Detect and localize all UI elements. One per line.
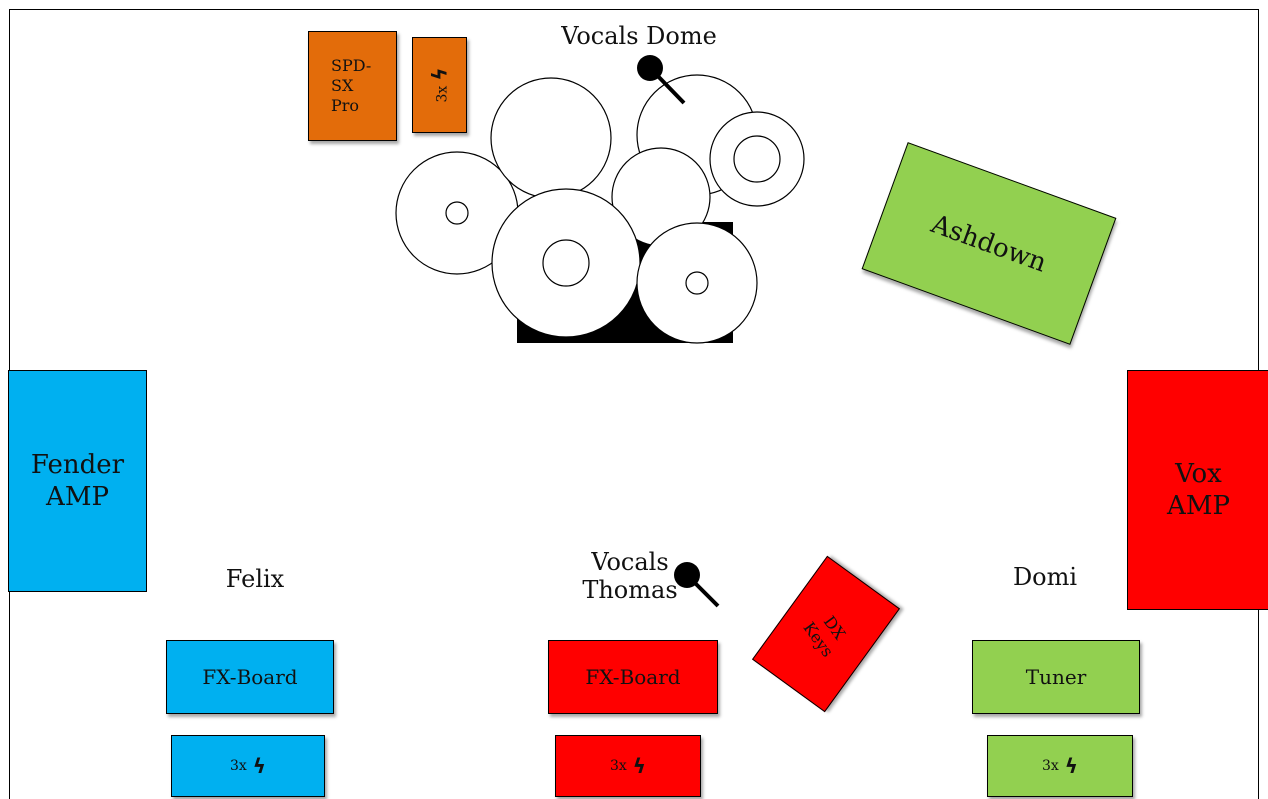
domi-power-label: 3x — [1041, 758, 1059, 774]
vox-line2: AMP — [1167, 491, 1230, 521]
vocals-thomas-label: Vocals Thomas — [574, 548, 686, 604]
lightning-bolt-icon: ϟ — [252, 754, 266, 778]
spd-line2: SX — [331, 76, 354, 95]
mic-icon-thomas — [674, 562, 720, 608]
domi-power-box: 3x ϟ — [987, 735, 1133, 797]
lightning-bolt-icon: ϟ — [632, 754, 646, 778]
domi-tuner-label: Tuner — [1025, 665, 1087, 689]
felix-power-box: 3x ϟ — [171, 735, 325, 797]
hi-hat-inner — [733, 135, 781, 183]
crash-cymbal — [490, 77, 612, 199]
vox-amp-box: Vox AMP — [1127, 370, 1268, 610]
spd-line1: SPD- — [331, 56, 372, 75]
bass-drum-center — [542, 239, 590, 287]
thomas-power-label: 3x — [609, 758, 627, 774]
felix-label: Felix — [225, 565, 285, 593]
thomas-fx-board: FX-Board — [548, 640, 718, 714]
drum-power-content: 3x ϟ — [427, 67, 451, 102]
drum-power-label: 3x — [434, 85, 451, 103]
fender-amp-box: Fender AMP — [8, 370, 147, 592]
felix-fx-board: FX-Board — [166, 640, 334, 714]
fender-line2: AMP — [46, 482, 109, 512]
drum-power-box: 3x ϟ — [412, 37, 467, 133]
mic-icon-dome — [637, 55, 686, 105]
vocals-dome-label: Vocals Dome — [561, 22, 717, 50]
spd-sx-pro-box: SPD- SX Pro — [308, 31, 397, 141]
lightning-bolt-icon: ϟ — [427, 67, 452, 81]
hi-hat-outer — [709, 111, 805, 207]
domi-tuner-box: Tuner — [972, 640, 1140, 714]
felix-fx-label: FX-Board — [202, 665, 298, 689]
floor-tom-left-center — [445, 201, 469, 225]
domi-label: Domi — [1012, 563, 1078, 591]
vox-line1: Vox — [1175, 459, 1222, 489]
vocals-thomas-line1: Vocals — [591, 548, 669, 576]
thomas-power-box: 3x ϟ — [555, 735, 701, 797]
spd-line3: Pro — [331, 96, 360, 115]
fender-line1: Fender — [30, 450, 125, 480]
thomas-fx-label: FX-Board — [585, 665, 681, 689]
snare-drum-center — [685, 271, 709, 295]
lightning-bolt-icon: ϟ — [1064, 754, 1078, 778]
vocals-thomas-line2: Thomas — [582, 576, 678, 604]
ashdown-label: Ashdown — [927, 208, 1051, 279]
felix-power-label: 3x — [229, 758, 247, 774]
